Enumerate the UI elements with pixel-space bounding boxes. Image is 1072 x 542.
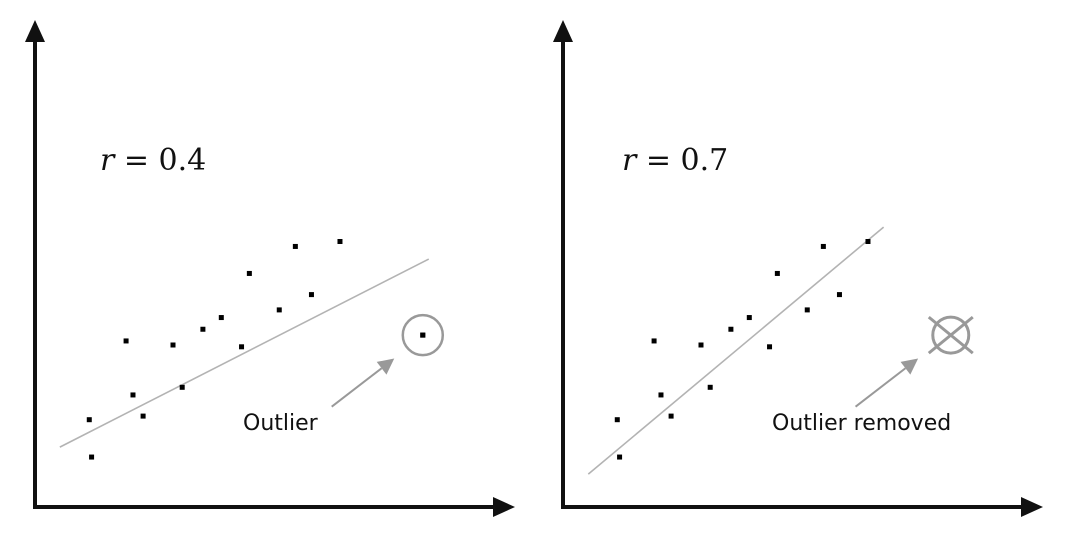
data-point <box>728 326 734 332</box>
correlation-value: = 0.4 <box>114 143 206 178</box>
data-point <box>804 307 810 313</box>
trend-line <box>59 258 430 448</box>
data-point <box>836 292 842 298</box>
data-point <box>698 342 704 348</box>
data-point <box>614 417 620 423</box>
removed-outlier-circle <box>931 315 971 355</box>
y-axis-arrowhead <box>25 20 45 42</box>
outlier-data-point <box>420 332 426 338</box>
y-axis-arrowhead <box>553 20 573 42</box>
data-point <box>200 326 206 332</box>
data-point <box>123 338 129 344</box>
x-axis-arrowhead <box>493 497 515 517</box>
annotation-arrowhead <box>376 358 395 375</box>
data-point <box>707 384 713 390</box>
correlation-label: r = 0.7 <box>622 143 728 178</box>
correlation-label: r = 0.4 <box>100 143 206 178</box>
data-point <box>292 243 298 249</box>
correlation-value: = 0.7 <box>636 143 728 178</box>
removed-outlier-cross <box>927 315 974 355</box>
data-point <box>746 315 752 321</box>
data-point <box>89 454 95 460</box>
correlation-variable: r <box>100 143 116 178</box>
trend-line <box>587 226 885 475</box>
data-point <box>820 243 826 249</box>
data-point <box>86 417 92 423</box>
data-point <box>140 413 146 419</box>
annotation-arrow <box>854 367 907 408</box>
data-point <box>617 454 623 460</box>
data-point <box>658 392 664 398</box>
data-point <box>865 239 871 244</box>
x-axis-arrowhead <box>1021 497 1043 517</box>
correlation-variable: r <box>622 143 638 178</box>
data-point <box>308 292 314 298</box>
data-point <box>246 270 252 276</box>
annotation-label: Outlier removed <box>772 411 951 436</box>
annotation-arrowhead <box>900 358 919 375</box>
data-point <box>774 270 780 276</box>
panel-outlier-removed: Outlier removed r = 0.7 <box>553 20 1043 517</box>
data-point <box>218 315 224 321</box>
data-point <box>179 384 185 390</box>
data-point <box>239 344 245 350</box>
data-point <box>337 239 343 244</box>
data-point <box>276 307 282 313</box>
data-point <box>668 413 674 419</box>
outlier-highlight-circle <box>401 313 445 357</box>
data-point <box>651 338 657 344</box>
annotation-label: Outlier <box>243 411 319 436</box>
annotation-arrow <box>331 367 383 408</box>
data-point <box>170 342 176 348</box>
data-point <box>130 392 136 398</box>
data-point <box>767 344 773 350</box>
panel-with-outlier: Outlier r = 0.4 <box>25 20 515 517</box>
